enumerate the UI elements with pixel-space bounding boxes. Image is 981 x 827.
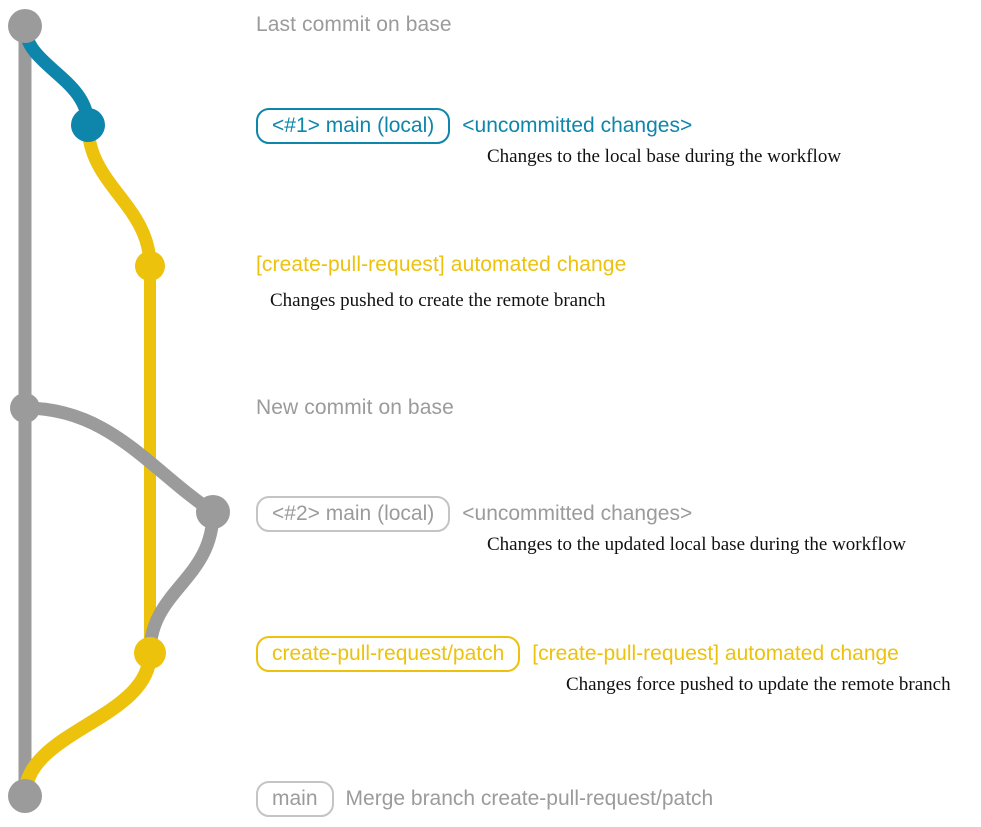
node-yellow-commit[interactable] [135,251,165,281]
commit-description-1: Changes to the local base during the wor… [487,146,842,167]
node-base-merge[interactable] [8,779,42,813]
graph-row-create-pull-request-patch: create-pull-request/patch [create-pull-r… [256,636,899,672]
ref-badge-main-local-1[interactable]: <#1> main (local) [256,108,451,144]
edge-base-to-blue-commit [18,19,95,132]
graph-row-automated-change-1: [create-pull-request] automated change [256,253,626,277]
edge-yellow-patch-to-merge [18,646,157,803]
ref-badge-create-pull-request-patch[interactable]: create-pull-request/patch [256,636,521,672]
edge-blue-commit-to-yellow-commit [81,118,157,273]
graph-row-new-commit-on-base: New commit on base [256,396,454,420]
graph-row-commit-1-local: <#1> main (local) <uncommitted changes> [256,108,692,144]
commit-subject: Last commit on base [256,13,452,36]
commit-subject: New commit on base [256,396,454,419]
commit-subject: <uncommitted changes> [462,502,693,525]
graph-row-last-commit-on-base: Last commit on base [256,13,452,37]
node-blue-commit[interactable] [71,108,105,142]
graph-row-merge-branch: main Merge branch create-pull-request/pa… [256,781,713,817]
graph-row-commit-2-local: <#2> main (local) <uncommitted changes> [256,496,692,532]
commit-subject: [create-pull-request] automated change [532,642,899,665]
commit-description-2: Changes pushed to create the remote bran… [270,290,606,311]
ref-badge-main-local-2[interactable]: <#2> main (local) [256,496,451,532]
node-yellow-patch[interactable] [134,637,166,669]
ref-badge-main[interactable]: main [256,781,334,817]
commit-description-4: Changes to the updated local base during… [487,534,906,555]
node-base-top[interactable] [8,9,42,43]
node-base-new[interactable] [10,393,40,423]
commit-description-5: Changes force pushed to update the remot… [566,674,951,695]
commit-subject: [create-pull-request] automated change [256,253,627,276]
node-gray-commit[interactable] [196,495,230,529]
commit-subject: <uncommitted changes> [462,114,693,137]
edge-gray-commit-to-yellow-patch [143,505,220,660]
edge-base-new-to-gray-commit [18,401,220,519]
commit-subject: Merge branch create-pull-request/patch [345,787,714,810]
